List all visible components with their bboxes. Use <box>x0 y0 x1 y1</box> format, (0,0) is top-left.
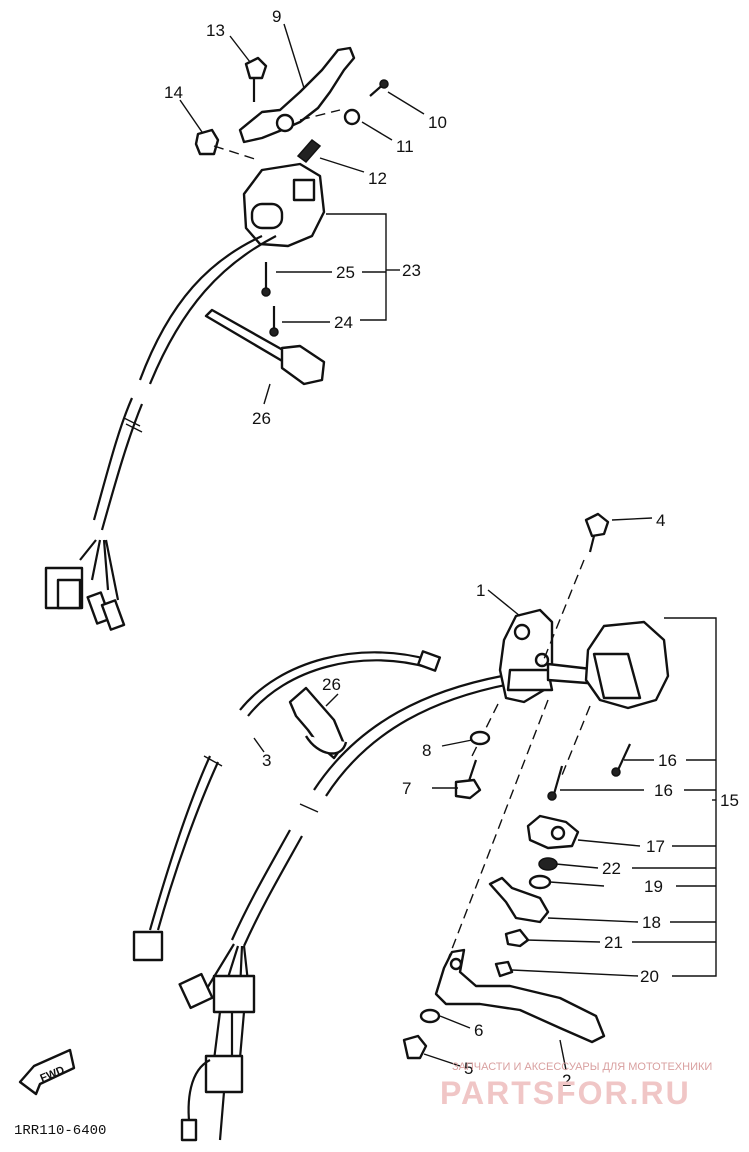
label-7: 7 <box>402 779 411 798</box>
callout-labels: 13 9 14 10 11 12 23 25 24 26 4 1 26 3 8 … <box>14 7 739 1139</box>
watermark-brand: PARTSFOR.RU <box>440 1075 691 1111</box>
label-4: 4 <box>656 511 665 530</box>
label-14: 14 <box>164 83 183 102</box>
leader-lines <box>179 23 717 1071</box>
label-20: 20 <box>640 967 659 986</box>
cable-tie-upper <box>204 308 292 364</box>
lower-assembly <box>18 512 670 1142</box>
label-11: 11 <box>396 137 414 156</box>
label-26-lower: 26 <box>322 675 341 694</box>
label-24: 24 <box>334 313 353 332</box>
label-26-upper: 26 <box>252 409 271 428</box>
wire-harness-3 <box>148 651 431 931</box>
label-22: 22 <box>602 859 621 878</box>
brake-lever <box>434 948 606 1044</box>
label-15: 15 <box>720 791 739 810</box>
fwd-arrow <box>18 1048 76 1096</box>
label-16-b: 16 <box>654 781 673 800</box>
label-9: 9 <box>272 7 281 26</box>
label-1: 1 <box>476 581 485 600</box>
label-3: 3 <box>262 751 271 770</box>
label-23: 23 <box>402 261 421 280</box>
upper-assembly <box>44 46 389 631</box>
label-21: 21 <box>604 933 623 952</box>
label-16-a: 16 <box>658 751 677 770</box>
label-18: 18 <box>642 913 661 932</box>
label-17: 17 <box>646 837 665 856</box>
label-13: 13 <box>206 21 225 40</box>
label-8: 8 <box>422 741 431 760</box>
label-19: 19 <box>644 877 663 896</box>
label-5: 5 <box>464 1059 473 1078</box>
label-10: 10 <box>428 113 447 132</box>
watermark-tagline: ЗАПЧАСТИ И АКСЕССУАРЫ ДЛЯ МОТОТЕХНИКИ <box>452 1061 712 1073</box>
label-25: 25 <box>336 263 355 282</box>
watermark: ЗАПЧАСТИ И АКСЕССУАРЫ ДЛЯ МОТОТЕХНИКИ PA… <box>440 1061 712 1111</box>
label-2: 2 <box>562 1071 571 1090</box>
label-6: 6 <box>474 1021 483 1040</box>
left-switch-wire <box>92 235 263 521</box>
label-12: 12 <box>368 169 387 188</box>
clutch-lever <box>238 46 356 144</box>
diagram-code: 1RR110-6400 <box>14 1123 106 1139</box>
